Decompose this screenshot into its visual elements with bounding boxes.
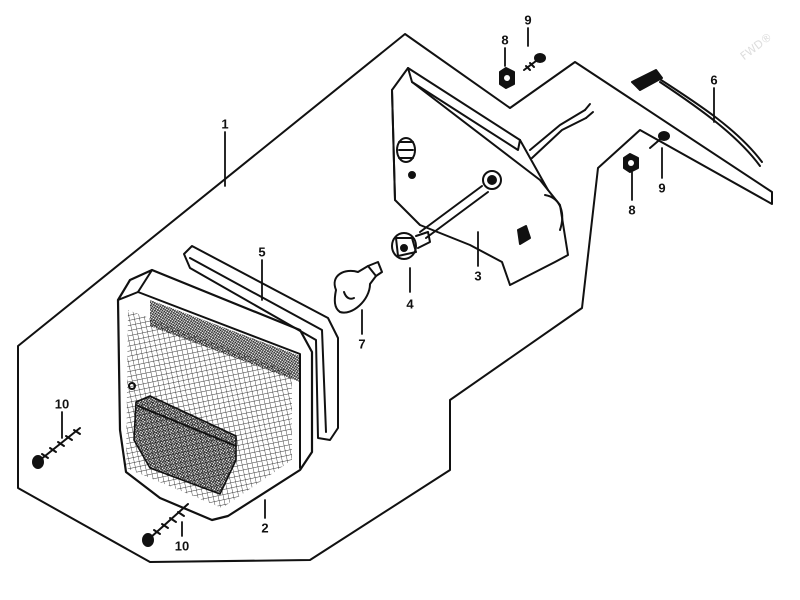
screw-part xyxy=(142,503,189,547)
bulb-part xyxy=(333,261,383,314)
bolt-part xyxy=(523,53,546,71)
tail-lens-part xyxy=(116,268,314,522)
assembly-boundary xyxy=(17,33,773,563)
callout-4: 4 xyxy=(406,296,414,312)
lamp-housing-part xyxy=(391,67,594,286)
callout-8-upper: 8 xyxy=(501,32,509,48)
callout-6: 6 xyxy=(710,72,718,88)
callout-9-right: 9 xyxy=(658,180,666,196)
callout-2: 2 xyxy=(261,520,269,536)
callout-8-right: 8 xyxy=(628,202,636,218)
license-light-wire-part xyxy=(631,69,763,167)
callout-3: 3 xyxy=(474,268,482,284)
screw-part xyxy=(32,427,81,469)
callout-1: 1 xyxy=(221,116,229,132)
callout-10-lower: 10 xyxy=(174,538,190,554)
bulb-socket-part xyxy=(391,185,489,260)
nut-part xyxy=(499,67,515,89)
lens-gasket-part xyxy=(183,245,339,441)
bolt-part xyxy=(649,131,670,149)
callout-10-upper: 10 xyxy=(54,396,70,412)
callout-5: 5 xyxy=(258,244,266,260)
leader-lines xyxy=(61,27,715,537)
callout-9-upper: 9 xyxy=(524,12,532,28)
callout-7: 7 xyxy=(358,336,366,352)
nut-part xyxy=(623,153,639,173)
